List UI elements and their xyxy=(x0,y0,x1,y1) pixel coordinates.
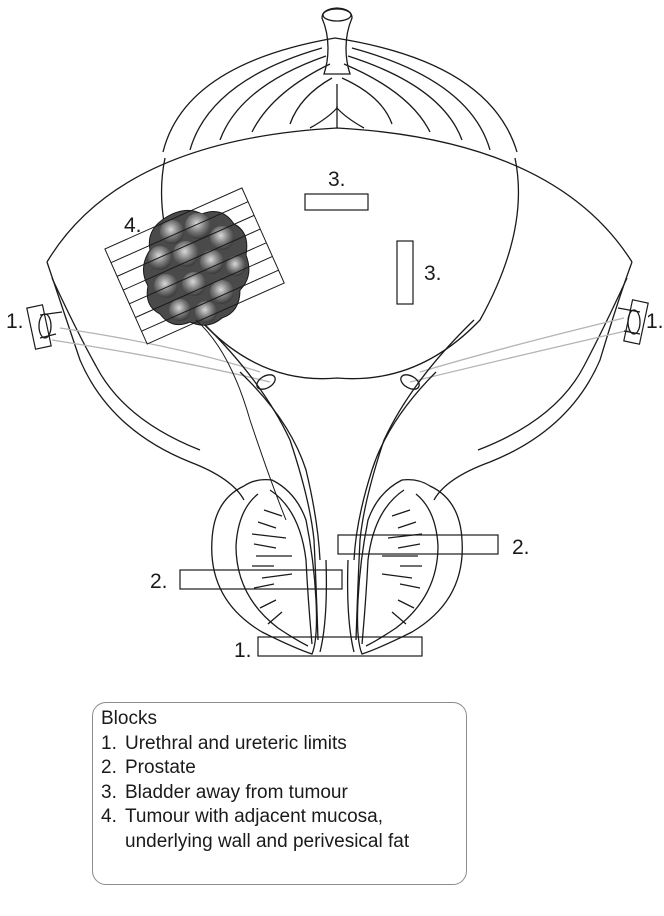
legend-item-number: 4. xyxy=(101,805,125,854)
legend-item-text: Prostate xyxy=(125,756,456,781)
block-bladder-dome xyxy=(305,194,368,210)
label-ureter-right: 1. xyxy=(646,310,664,333)
block-bladder-wall xyxy=(397,241,413,304)
legend-item-text: Urethral and ureteric limits xyxy=(125,732,456,757)
label-ureter-left: 1. xyxy=(6,310,24,333)
legend-item-text: Tumour with adjacent mucosa, underlying … xyxy=(125,805,456,854)
label-bladder-wall: 3. xyxy=(424,262,442,285)
legend-list: 1. Urethral and ureteric limits 2. Prost… xyxy=(101,732,456,855)
label-urethra: 1. xyxy=(234,639,252,662)
legend-item: 4. Tumour with adjacent mucosa, underlyi… xyxy=(101,805,456,854)
prostate xyxy=(212,480,463,654)
legend-box: Blocks 1. Urethral and ureteric limits 2… xyxy=(92,702,467,885)
block-urethra xyxy=(258,637,422,656)
legend-item: 2. Prostate xyxy=(101,756,456,781)
block-markers xyxy=(27,194,648,656)
legend-item-number: 2. xyxy=(101,756,125,781)
block-labels: 3. 3. 4. 1. 1. 2. 2. 1. xyxy=(6,168,664,662)
label-bladder-dome: 3. xyxy=(328,168,346,191)
legend-item-number: 1. xyxy=(101,732,125,757)
legend-item: 1. Urethral and ureteric limits xyxy=(101,732,456,757)
label-tumour: 4. xyxy=(124,214,142,237)
block-ureter-right xyxy=(624,300,648,344)
legend-item: 3. Bladder away from tumour xyxy=(101,781,456,806)
legend-item-number: 3. xyxy=(101,781,125,806)
label-prostate-right: 2. xyxy=(512,536,530,559)
label-prostate-left: 2. xyxy=(150,570,168,593)
bladder-dome xyxy=(163,8,517,152)
legend-item-text: Bladder away from tumour xyxy=(125,781,456,806)
legend-title: Blocks xyxy=(101,707,456,732)
